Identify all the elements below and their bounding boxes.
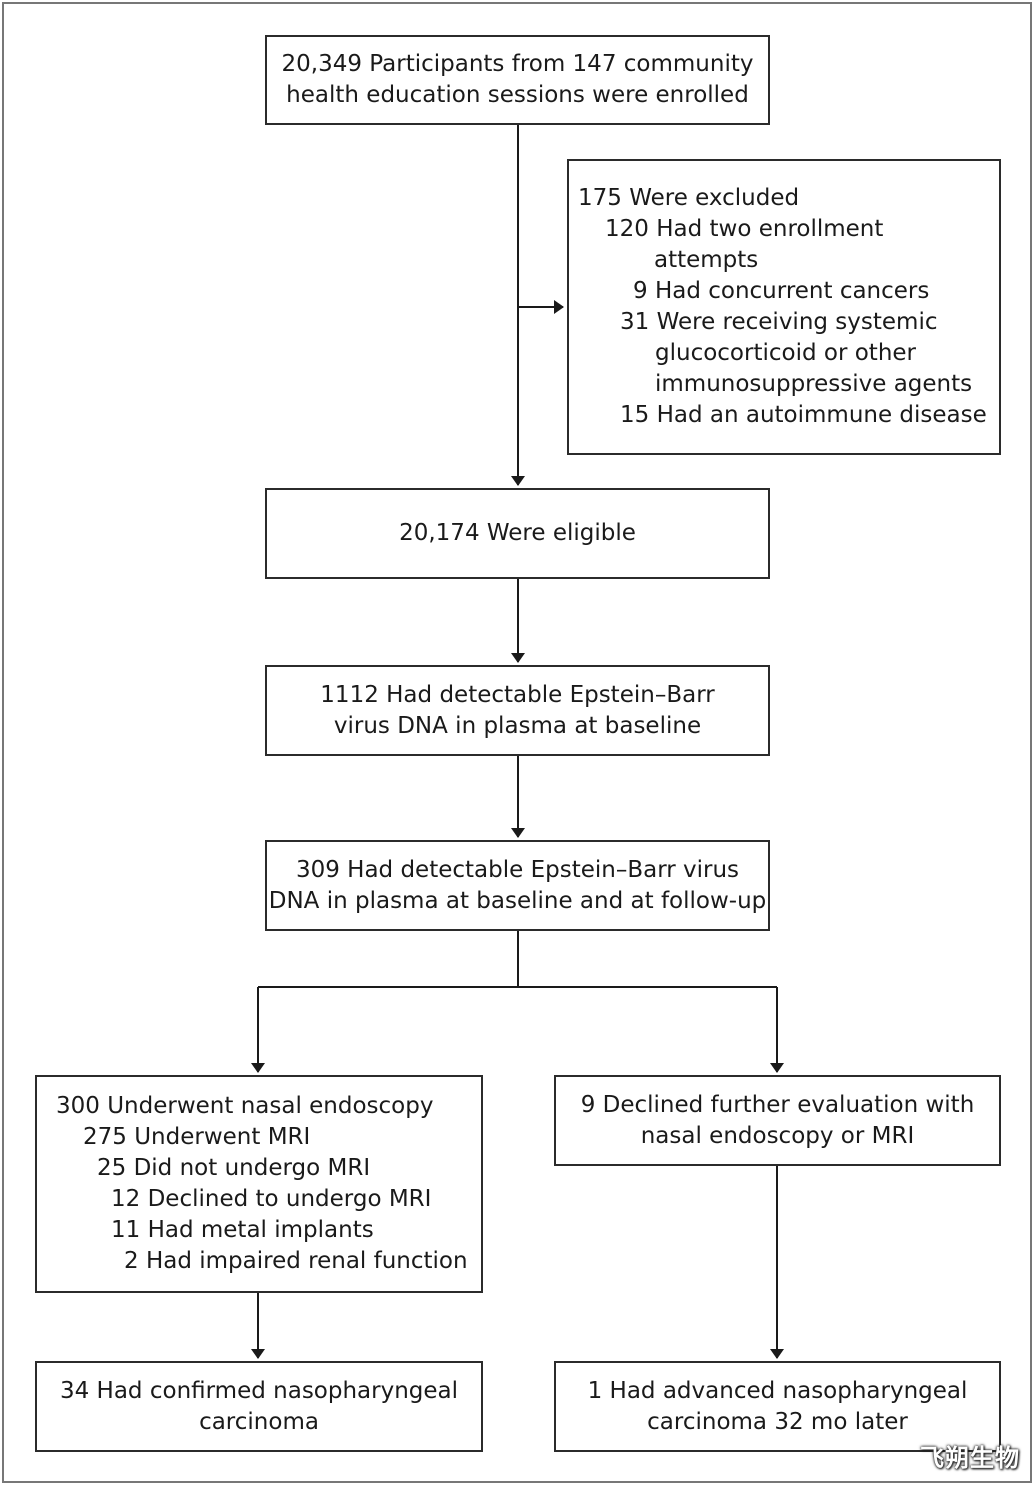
- advanced-box: 1 Had advanced nasopharyngeal carcinoma …: [554, 1361, 1001, 1452]
- endoscopy-header: 300 Underwent nasal endoscopy: [56, 1093, 434, 1119]
- excluded-item: glucocorticoid or other: [655, 340, 916, 366]
- baseline-box: 1112 Had detectable Epstein–Barr virus D…: [265, 665, 770, 756]
- enrolled-box: 20,349 Participants from 147 community h…: [265, 35, 770, 125]
- excluded-item: 15 Had an autoimmune disease: [620, 402, 987, 428]
- excluded-item: 31 Were receiving systemic: [620, 309, 938, 335]
- baseline-text: 1112 Had detectable Epstein–Barr virus D…: [320, 681, 715, 739]
- declined-box: 9 Declined further evaluation with nasal…: [554, 1075, 1001, 1166]
- declined-text: 9 Declined further evaluation with nasal…: [580, 1091, 975, 1149]
- excluded-item: 120 Had two enrollment: [605, 216, 884, 242]
- endoscopy-box: 300 Underwent nasal endoscopy 275 Underw…: [35, 1075, 483, 1293]
- excluded-header: 175 Were excluded: [578, 185, 800, 211]
- confirmed-box: 34 Had confirmed nasopharyngeal carcinom…: [35, 1361, 483, 1452]
- eligible-text: 20,174 Were eligible: [399, 520, 636, 546]
- advanced-text: 1 Had advanced nasopharyngeal carcinoma …: [587, 1377, 968, 1435]
- enrolled-text: 20,349 Participants from 147 community h…: [281, 51, 754, 108]
- excluded-item: 9 Had concurrent cancers: [633, 278, 930, 304]
- eligible-box: 20,174 Were eligible: [265, 488, 770, 579]
- excluded-box: 175 Were excluded 120 Had two enrollment…: [567, 159, 1001, 455]
- watermark-text: 飞朔生物: [920, 1444, 1020, 1472]
- followup-text: 309 Had detectable Epstein–Barr virus DN…: [268, 856, 767, 914]
- endoscopy-item: 11 Had metal implants: [111, 1217, 374, 1243]
- endoscopy-item: 2 Had impaired renal function: [124, 1248, 468, 1274]
- endoscopy-item: 275 Underwent MRI: [83, 1124, 311, 1150]
- excluded-item: attempts: [654, 247, 759, 273]
- followup-box: 309 Had detectable Epstein–Barr virus DN…: [265, 840, 770, 931]
- endoscopy-item: 12 Declined to undergo MRI: [111, 1186, 432, 1212]
- endoscopy-item: 25 Did not undergo MRI: [97, 1155, 371, 1181]
- excluded-item: immunosuppressive agents: [655, 371, 973, 397]
- confirmed-text: 34 Had confirmed nasopharyngeal carcinom…: [59, 1377, 459, 1435]
